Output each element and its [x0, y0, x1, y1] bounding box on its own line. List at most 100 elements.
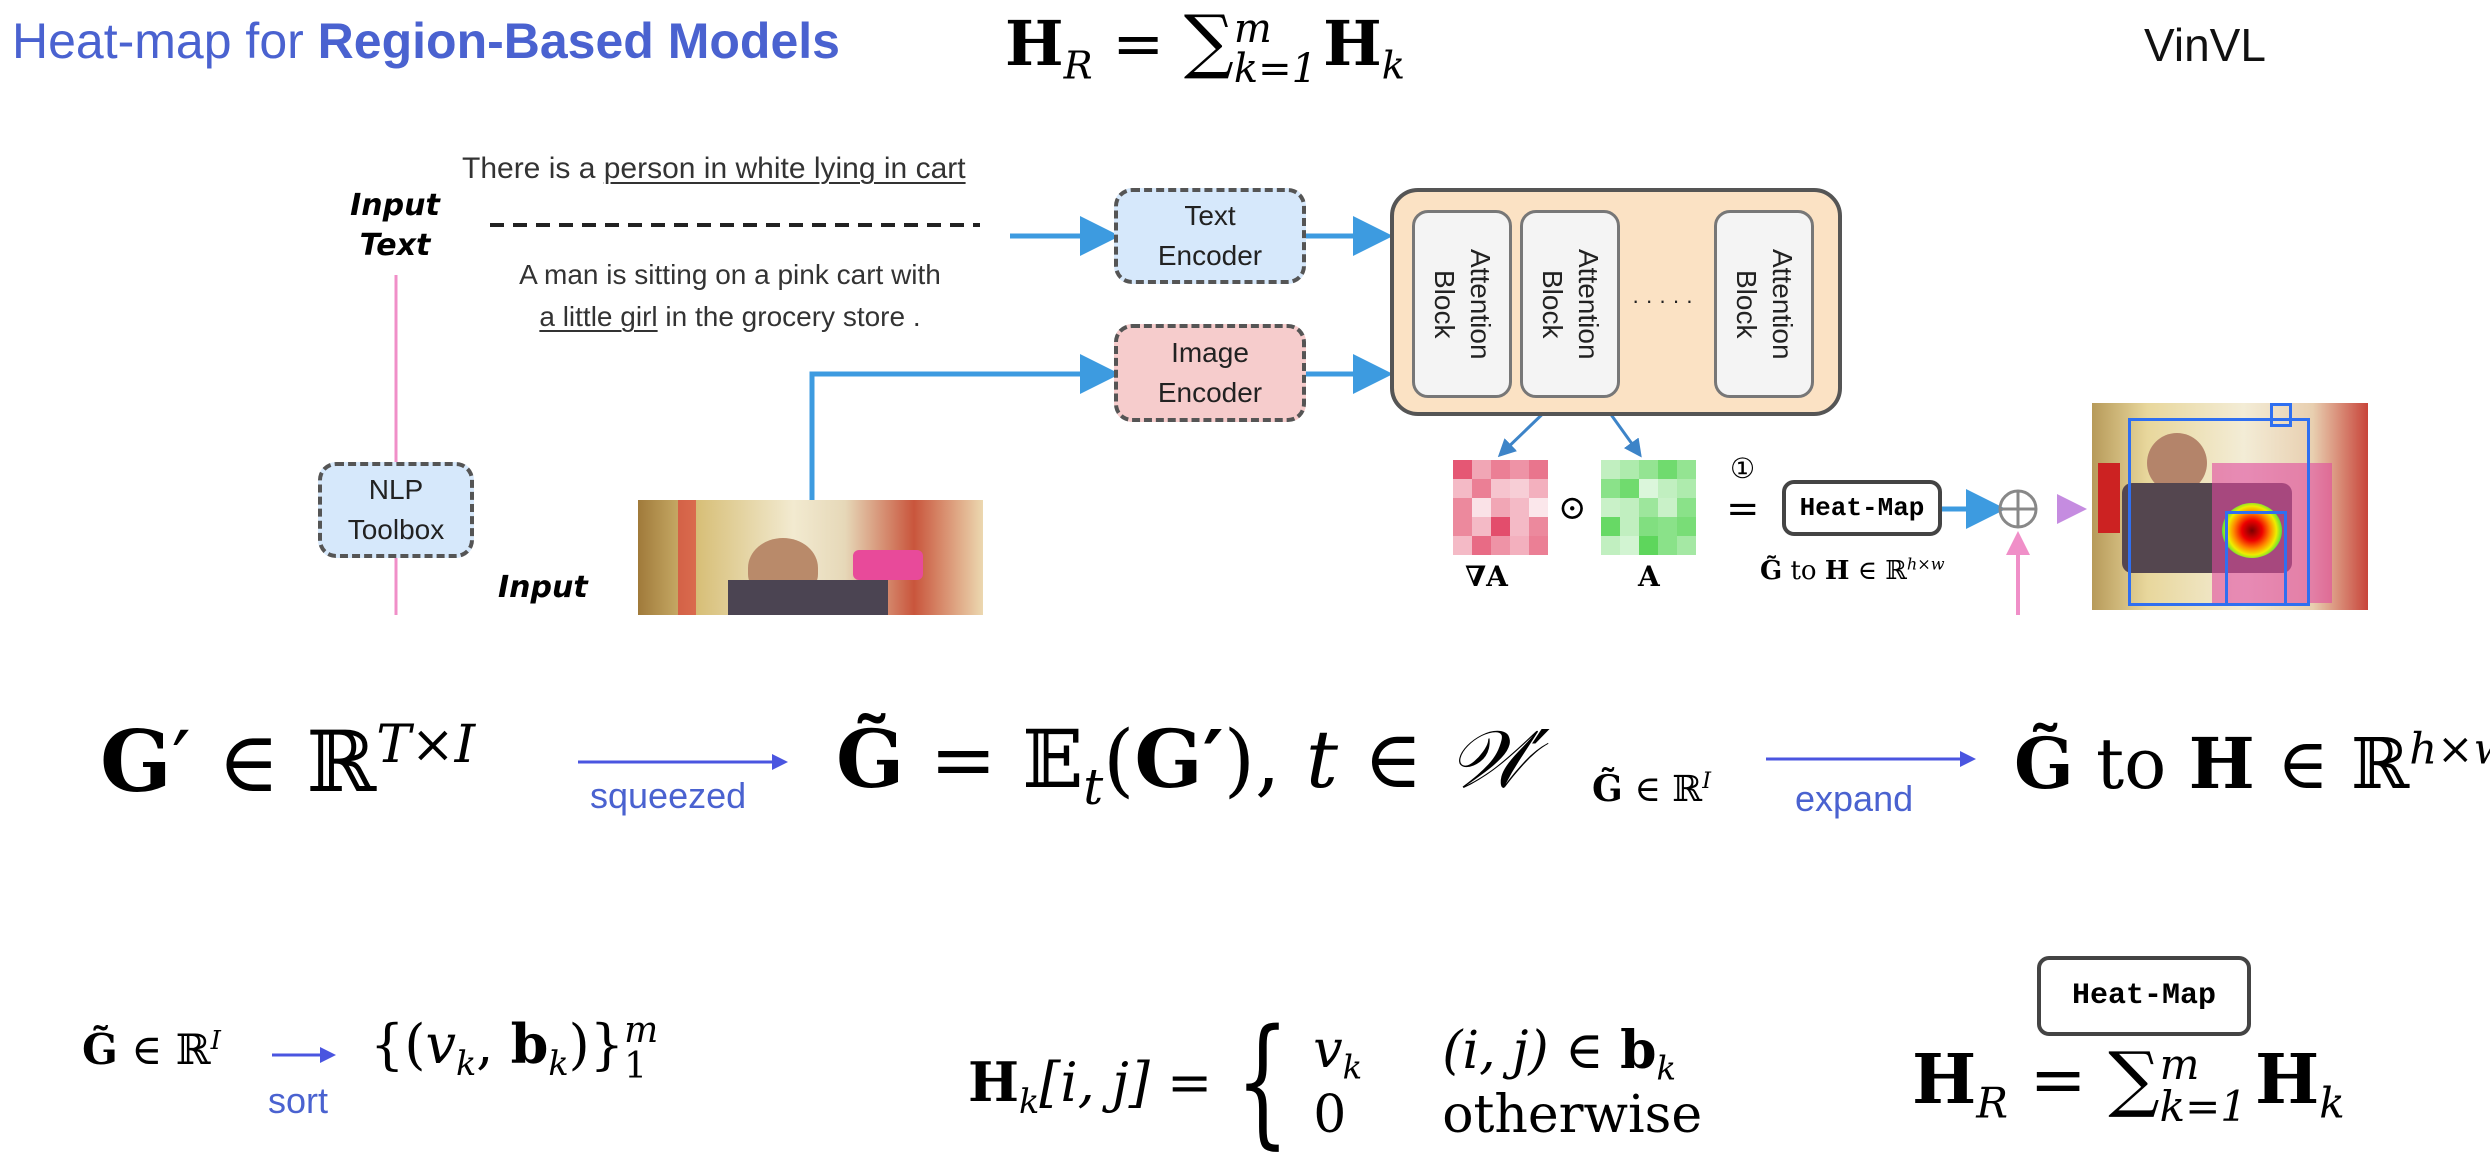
diagram-connectors	[394, 216, 2087, 615]
sort-label: sort	[268, 1080, 329, 1121]
gradient-grid-cell	[1510, 536, 1529, 555]
gp-G: G	[100, 712, 172, 811]
formula-sup-m: m	[1233, 5, 1272, 52]
gradient-grid-cell	[1491, 517, 1510, 536]
hadamard-icon: ⊙	[1558, 488, 1587, 528]
squeezed-label: squeezed	[590, 775, 747, 816]
attention-grid-cell	[1658, 498, 1677, 517]
hk-case1-val: v	[1313, 1019, 1343, 1080]
attention-grid-cell	[1601, 498, 1620, 517]
hk-sub-k: k	[1019, 1081, 1040, 1121]
heatmap-caption: G̃ to H ∈ ℝh×w	[1760, 556, 1945, 586]
caption-1-underlined: person in white lying in cart	[603, 152, 966, 185]
gt-sub-t: t	[1083, 758, 1104, 816]
si-G: G̃	[82, 1025, 118, 1074]
attention-grid-cell	[1658, 479, 1677, 498]
squeezed-arrow	[578, 754, 788, 770]
attention-grid-cell	[1677, 517, 1696, 536]
gradient-grid-cell	[1491, 460, 1510, 479]
transformer-container: Attention Block Attention Block · · · · …	[1390, 188, 1842, 416]
formula-sub-R: R	[1063, 43, 1093, 89]
gt-in: ∈	[1338, 713, 1449, 806]
hm-cap-G: G̃	[1760, 556, 1783, 586]
hk-idx: [i, j] =	[1039, 1051, 1213, 1114]
attention-grid-cell	[1639, 517, 1658, 536]
gradient-grid-cell	[1472, 479, 1491, 498]
hrb-sub-R: R	[1976, 1078, 2008, 1128]
hrb-sub-k: k	[2319, 1078, 2345, 1128]
attention-block-n: Attention Block	[1714, 210, 1814, 398]
si-sup: I	[210, 1026, 221, 1056]
attention-grid-cell	[1620, 460, 1639, 479]
hm-cap-to: to	[1782, 556, 1825, 586]
attention-grid-cell	[1601, 460, 1620, 479]
image-encoder-line2: Encoder	[1157, 377, 1263, 408]
sg-in: ∈ ℝ	[1622, 769, 1703, 810]
input-text-line2: Text	[359, 228, 431, 263]
gradient-grid-cell	[1453, 498, 1472, 517]
gradient-label: ∇A	[1465, 560, 1508, 593]
gp-prime: ′	[171, 713, 191, 811]
arrow-image-to-encoder	[809, 354, 1120, 505]
caption-2: A man is sitting on a pink cart with a l…	[490, 254, 970, 338]
hk-case2-cond: otherwise	[1442, 1084, 1703, 1145]
hm-cap-H: H	[1824, 556, 1850, 586]
gradient-grid-cell	[1491, 536, 1510, 555]
set-sub-k2: k	[548, 1043, 569, 1083]
input-image-label: Input	[498, 570, 588, 605]
gradient-grid-cell	[1491, 479, 1510, 498]
attention-grid-cell	[1658, 536, 1677, 555]
text-encoder-line2: Encoder	[1157, 240, 1263, 271]
gradient-grid-cell	[1472, 536, 1491, 555]
heatmap-box: Heat-Map	[1782, 480, 1942, 536]
hrb-H: H	[1912, 1040, 1977, 1120]
set-sup: m	[624, 1010, 659, 1051]
hk-H: H	[968, 1050, 1020, 1114]
bbox-girl	[2225, 511, 2287, 606]
hk-case1-bsub: k	[1656, 1048, 1677, 1087]
gradient-grid-cell	[1510, 479, 1529, 498]
gradient-grid-cell	[1529, 536, 1548, 555]
nlp-toolbox-line2: Toolbox	[347, 514, 445, 545]
hrb-sub-k1: k=1	[2159, 1081, 2247, 1131]
gradient-grid-cell	[1491, 498, 1510, 517]
attention-ellipsis: · · · · ·	[1632, 288, 1694, 313]
gp-in: ∈ ℝ	[190, 713, 377, 811]
sg-sup: I	[1702, 768, 1712, 794]
gp-sup: T×I	[376, 715, 476, 775]
gradient-grid-cell	[1453, 460, 1472, 479]
formula-H: H	[1005, 7, 1064, 80]
gradient-grid-cell	[1472, 460, 1491, 479]
bbox-background-person	[2270, 403, 2292, 427]
gradient-grid-cell	[1453, 479, 1472, 498]
attention-block-n-label: Attention Block	[1731, 248, 1798, 360]
gradient-grid-cell	[1453, 536, 1472, 555]
attention-grid-cell	[1620, 498, 1639, 517]
attention-grid-cell	[1677, 479, 1696, 498]
er-H: H	[2188, 722, 2255, 805]
er-to: to	[2073, 723, 2189, 805]
attention-block-1: Attention Block	[1412, 210, 1512, 398]
set-b: b	[510, 1012, 549, 1076]
attention-grid-cell	[1601, 517, 1620, 536]
attention-grid-cell	[1639, 479, 1658, 498]
output-image	[2092, 403, 2368, 610]
caption-1: There is a person in white lying in cart	[462, 152, 966, 186]
gradient-grid-cell	[1472, 517, 1491, 536]
attention-grid-cell	[1639, 498, 1658, 517]
gradient-grid-cell	[1472, 498, 1491, 517]
input-text-line1: Input	[350, 188, 440, 223]
gradient-grid-cell	[1453, 517, 1472, 536]
sort-input: G̃ ∈ ℝI	[82, 1025, 221, 1074]
model-name: VinVL	[2144, 19, 2266, 71]
set-open: {(	[370, 1013, 426, 1076]
attention-grid-cell	[1677, 460, 1696, 479]
expand-arrow	[1766, 751, 1976, 767]
hk-case1-sub: k	[1342, 1047, 1363, 1086]
formula-sub-k: k	[1381, 43, 1405, 89]
attention-grid-cell	[1601, 479, 1620, 498]
er-sup: h×w	[2409, 724, 2490, 775]
